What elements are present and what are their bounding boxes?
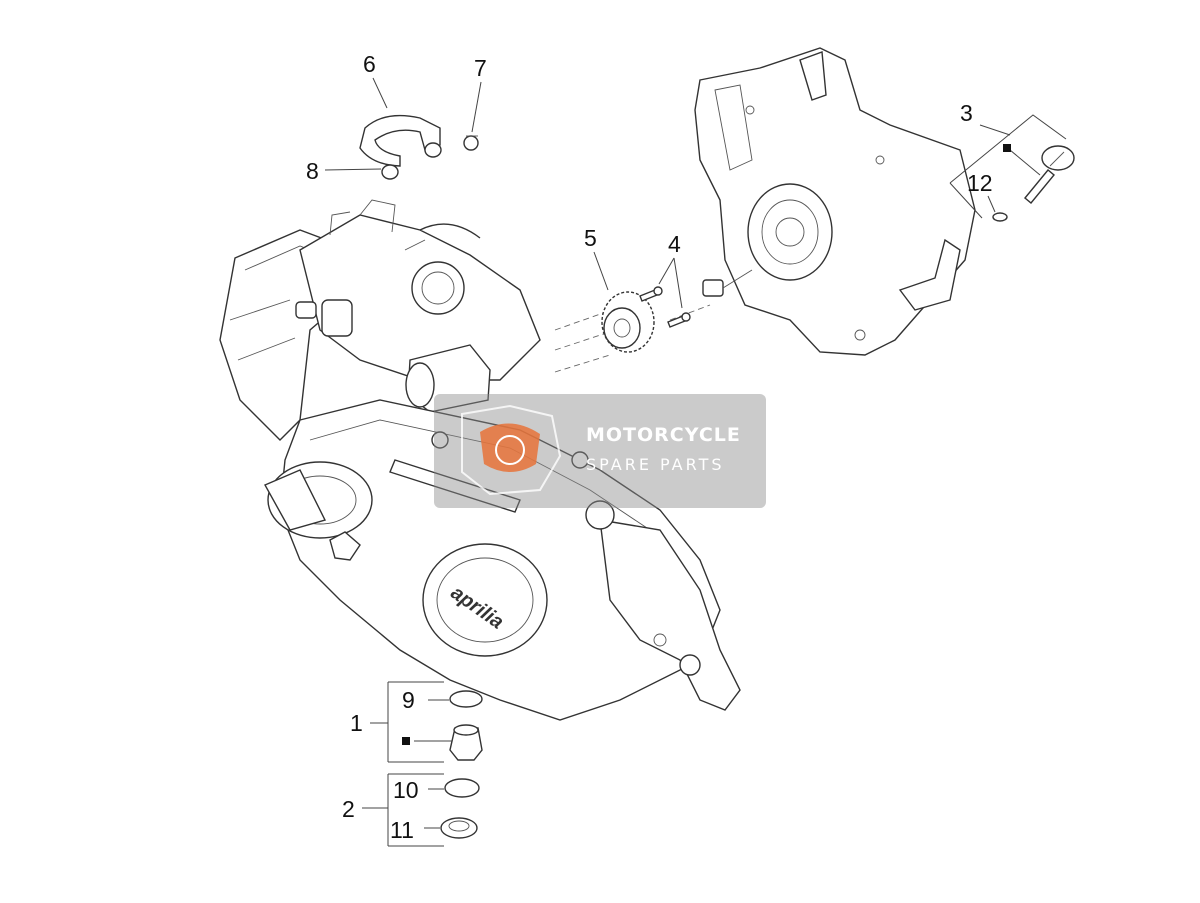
callout-10: 10: [393, 777, 419, 803]
watermark-title: MOTORCYCLE: [586, 424, 741, 446]
callout-4: 4: [668, 231, 681, 257]
magneto-cover: [694, 47, 976, 356]
hose-part: [359, 114, 442, 167]
callout-12: 12: [967, 170, 993, 196]
callout-8: 8: [306, 158, 319, 184]
callout-3: 3: [960, 100, 973, 126]
leader-lines: [324, 77, 1067, 847]
oring-part-9: [449, 690, 483, 708]
callout-1: 1: [350, 710, 363, 736]
bullet-marker-1: [402, 737, 410, 745]
sprocket-part: [601, 291, 655, 353]
clamp-part-7: [463, 135, 479, 151]
watermark-logo-icon: [461, 404, 562, 496]
callout-labels: 6 7 8 5 4 3 12 1 9 2 10 11: [306, 51, 993, 843]
oring-part-12: [992, 212, 1008, 222]
screws-part: [639, 286, 691, 328]
callout-11: 11: [390, 817, 414, 843]
engine-assembly: aprilia: [219, 199, 741, 721]
watermark-subtitle: SPARE PARTS: [586, 455, 725, 474]
plug-part-1: [449, 724, 483, 761]
callout-6: 6: [363, 51, 376, 77]
callout-7: 7: [474, 55, 487, 81]
dipstick-part: [1024, 145, 1075, 204]
cap-part-11: [440, 817, 478, 839]
bullet-marker-3: [1003, 144, 1011, 152]
clamp-part-8: [381, 164, 399, 180]
callout-9: 9: [402, 687, 415, 713]
oring-part-10: [444, 778, 480, 798]
watermark: MOTORCYCLE SPARE PARTS: [434, 394, 766, 508]
callout-5: 5: [584, 225, 597, 251]
callout-2: 2: [342, 796, 355, 822]
